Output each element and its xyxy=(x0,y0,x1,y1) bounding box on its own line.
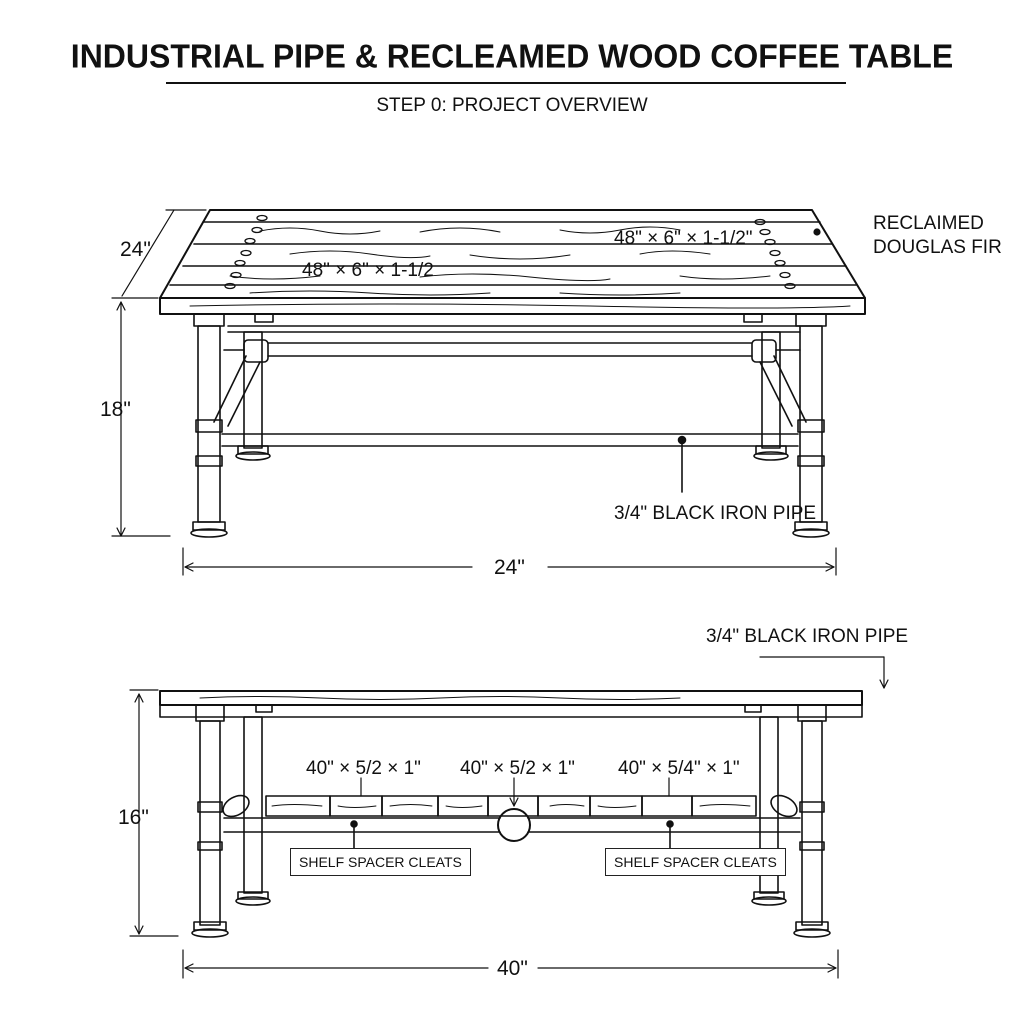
cleats-label-right: SHELF SPACER CLEATS xyxy=(605,848,786,876)
front-view-shelf-slats xyxy=(265,795,757,817)
front-view-leg-inner-right xyxy=(751,716,787,906)
height-dimension-label-front-view: 16" xyxy=(118,806,149,829)
top-view-upper-crossbar xyxy=(223,339,801,363)
top-view-bolt-holes xyxy=(224,214,796,290)
top-view-flanges xyxy=(227,313,801,333)
plank-size-label-left: 48" × 6" × 1-1/2 xyxy=(302,260,434,281)
slat-size-label-3: 40" × 5/4" × 1" xyxy=(618,758,740,779)
top-view-diagonal-braces xyxy=(213,355,807,427)
material-label-line2: DOUGLAS FIR xyxy=(873,237,1002,258)
top-view-tabletop xyxy=(159,209,866,315)
front-view-shelf-elbows xyxy=(222,794,798,818)
slat-size-label-2: 40" × 5/2 × 1" xyxy=(460,758,575,779)
page-subtitle: STEP 0: PROJECT OVERVIEW xyxy=(376,95,648,116)
top-view-leg-back-right xyxy=(753,331,789,461)
title-underline xyxy=(166,82,846,84)
front-view-shelf-rail xyxy=(223,808,801,849)
width-dimension-label-front-view: 40" xyxy=(497,957,528,980)
front-view-leaders xyxy=(360,656,889,807)
top-view-leg-front-right xyxy=(792,313,830,538)
front-view-tabletop xyxy=(159,690,863,718)
width-dimension-label-top-view: 24" xyxy=(494,556,525,579)
slat-size-label-1: 40" × 5/2 × 1" xyxy=(306,758,421,779)
top-view-dimension-lines xyxy=(111,209,837,576)
front-view-leg-outer-right xyxy=(793,704,831,938)
material-label-line1: RECLAIMED xyxy=(873,213,984,234)
plank-size-label-right: 48" × 6" × 1-1/2" xyxy=(614,228,753,249)
front-view-leg-inner-left xyxy=(235,716,271,906)
cleats-label-left: SHELF SPACER CLEATS xyxy=(290,848,471,876)
top-view-leg-back-left xyxy=(235,331,271,461)
page-title: INDUSTRIAL PIPE & RECLEAMED WOOD COFFEE … xyxy=(70,37,954,75)
height-dimension-label-top-view: 18" xyxy=(100,398,131,421)
top-view-lower-stretcher xyxy=(221,433,799,493)
pipe-callout-top-view: 3/4" BLACK IRON PIPE xyxy=(614,503,817,524)
front-view-leg-outer-left xyxy=(191,704,229,938)
top-view-drawing xyxy=(111,209,866,576)
pipe-callout-front-view: 3/4" BLACK IRON PIPE xyxy=(706,626,909,647)
top-view-leg-front-left xyxy=(190,313,228,538)
front-view-dimension-lines xyxy=(129,689,839,979)
front-view-drawing xyxy=(129,656,889,979)
depth-dimension-label: 24" xyxy=(120,238,151,261)
